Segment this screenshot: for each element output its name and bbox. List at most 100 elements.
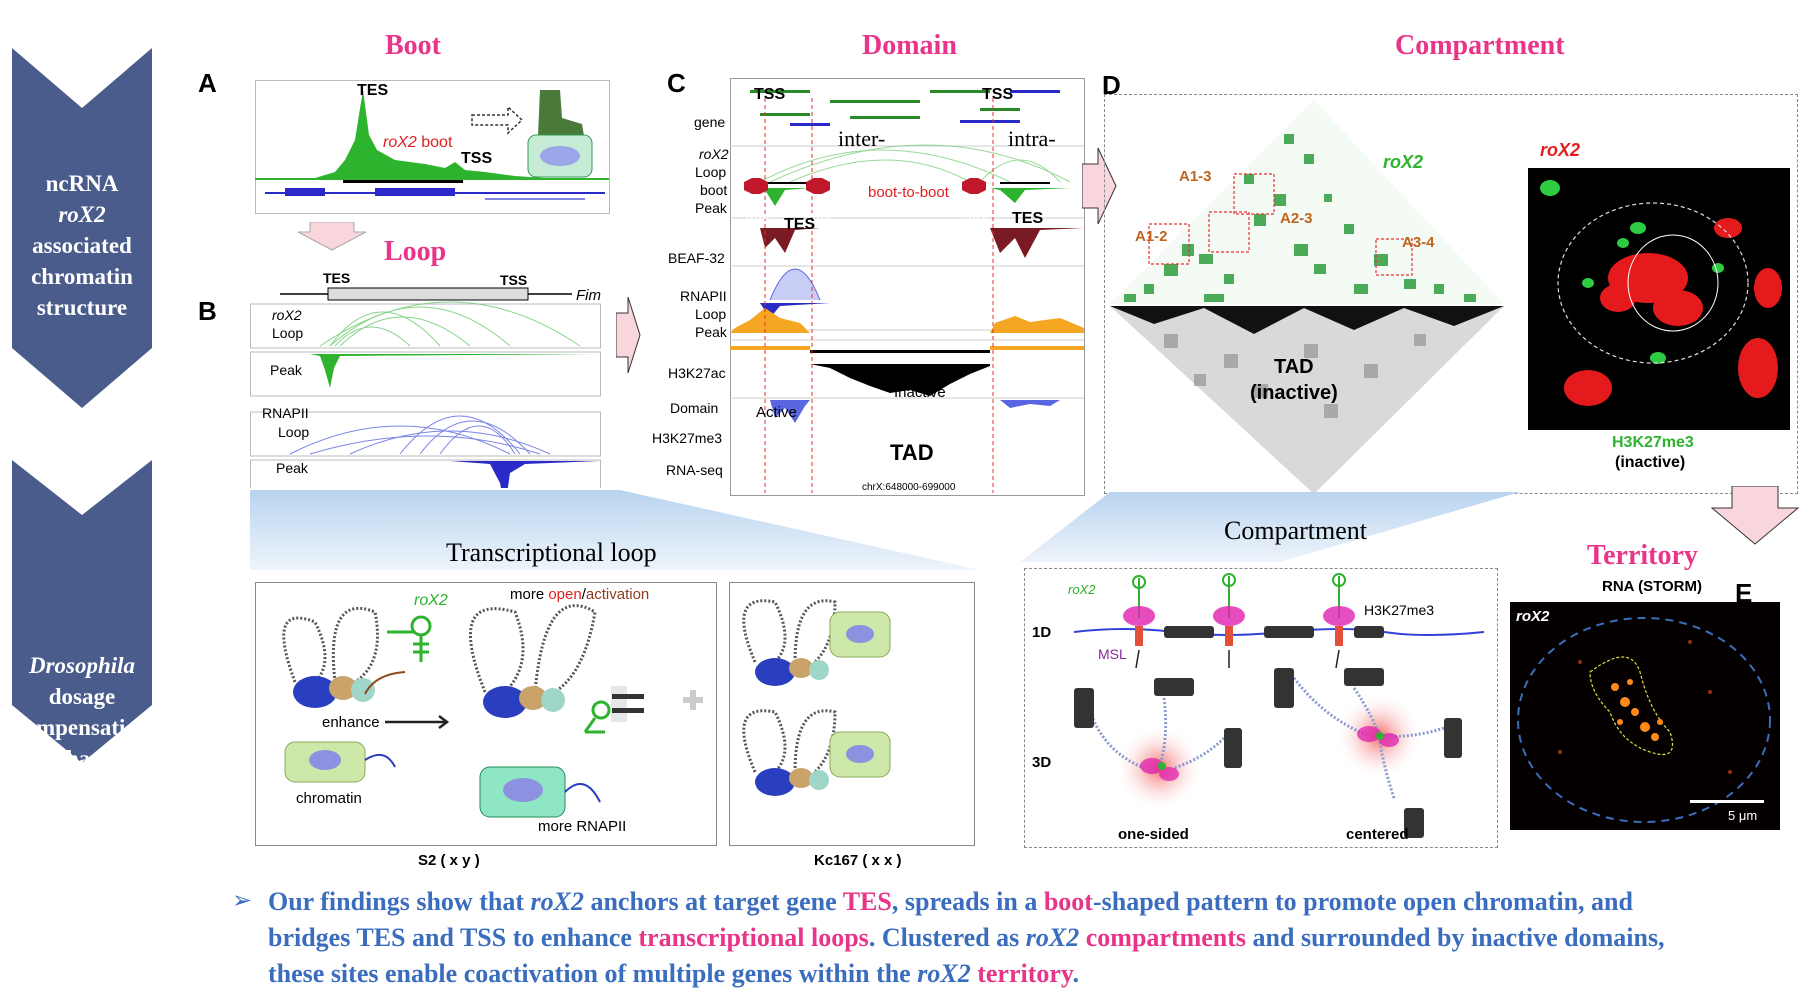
panel-a-boot: boot	[416, 134, 453, 151]
micro-inactive: (inactive)	[1615, 454, 1686, 471]
panel-c-tss1: TSS	[754, 86, 786, 103]
panel-a-tes: TES	[357, 82, 389, 99]
summary-part: . Clustered as	[868, 923, 1026, 952]
summary-text: Our findings show that roX2 anchors at t…	[268, 884, 1708, 992]
panel-label-a: A	[198, 68, 217, 98]
panel-c-tss2: TSS	[982, 86, 1014, 103]
panel-b-loop: Loop	[272, 325, 304, 341]
sidebar-top-line: associated	[32, 233, 132, 258]
stop-sign-label: STOP	[964, 212, 992, 223]
summary-part: and surrounded by inactive domains, thes…	[268, 923, 1665, 988]
panel-c-loop: Loop	[695, 164, 727, 180]
panel-c-h3k27ac: H3K27ac	[668, 365, 726, 381]
sidebar-bottom-line: compensation	[14, 715, 150, 740]
cb-msl: MSL	[1098, 646, 1127, 662]
title-boot: Boot	[385, 30, 441, 61]
panel-c-intra: intra-	[1008, 126, 1056, 151]
compartment-title: Compartment	[1224, 516, 1367, 545]
sidebar-top-line: ncRNA	[45, 171, 119, 196]
tl-more-rnapii: more RNAPII	[538, 818, 627, 835]
panel-c-beaf: BEAF-32	[668, 250, 725, 266]
panel-d-tad: TAD	[1274, 356, 1314, 378]
loop-label-a23: A2-3	[1280, 210, 1313, 227]
panel-c-rnapii: RNAPII	[680, 288, 727, 304]
panel-c-h3k27me3: H3K27me3	[652, 430, 723, 446]
storm-rox2: roX2	[1516, 608, 1550, 625]
tl-activation: activation	[585, 586, 650, 603]
micro-h3k27me3: H3K27me3	[1612, 434, 1694, 451]
summary-part: anchors at target gene	[583, 887, 843, 916]
boot-icon	[471, 90, 593, 178]
kc-label: Kc167 ( x x )	[814, 852, 902, 869]
compartment-box	[1024, 568, 1498, 848]
panel-label-c: C	[667, 68, 686, 98]
sidebar-bottom-line: Drosophila	[28, 653, 136, 678]
panel-c-tracks	[730, 78, 1085, 496]
panel-c-inter: inter-	[838, 126, 886, 151]
cb-h3k27me3: H3K27me3	[1364, 602, 1435, 618]
arrow-right-icon	[616, 296, 641, 374]
arrow-down-icon	[297, 222, 367, 251]
title-loop: Loop	[384, 236, 447, 267]
loop-label-a13: A1-3	[1179, 168, 1212, 185]
panel-b-tes: TES	[323, 270, 351, 286]
summary-part: roX2	[530, 887, 584, 916]
panel-b-peak: Peak	[270, 362, 302, 378]
sidebar-bottom-line: dosage	[48, 684, 116, 709]
panel-d-rox2: roX2	[1383, 152, 1424, 172]
cb-centered: centered	[1346, 826, 1409, 843]
panel-a-tss: TSS	[461, 150, 493, 167]
panel-label-b: B	[198, 296, 217, 326]
sidebar-top-text: ncRNA roX2 associated chromatin structur…	[12, 168, 152, 323]
panel-c-coords: chrX:648000-699000	[862, 482, 956, 493]
panel-c-boot-to-boot: boot-to-boot	[868, 184, 949, 201]
cb-rox2: roX2	[1068, 582, 1096, 597]
panel-b-tss: TSS	[500, 272, 528, 288]
panel-c-peak: Peak	[695, 200, 727, 216]
summary-arrow-icon: ➢	[232, 887, 253, 914]
panel-b-rnapii: RNAPII	[262, 405, 309, 421]
tl-enhance: enhance	[322, 714, 380, 731]
panel-c-active: Active	[756, 404, 797, 421]
micro-rox2: roX2	[1540, 140, 1581, 160]
tl-more: more	[510, 586, 549, 603]
sidebar-top-line: chromatin	[31, 264, 133, 289]
title-compartment: Compartment	[1395, 30, 1565, 61]
panel-label-e: E	[1735, 578, 1753, 608]
summary-part: roX2	[917, 959, 971, 988]
sidebar-bottom-line: mechanism	[26, 746, 138, 771]
tl-rox2: roX2	[414, 592, 448, 609]
panel-c-inactive: Inactive	[894, 384, 946, 401]
summary-part: Our findings show that	[268, 887, 531, 916]
transcriptional-schematic	[282, 599, 891, 818]
territory-rna-storm: RNA (STORM)	[1602, 578, 1702, 595]
microscopy-image	[1528, 168, 1790, 430]
panel-d-inactive: (inactive)	[1250, 382, 1338, 404]
storm-image	[1510, 602, 1780, 830]
summary-part: boot	[1043, 887, 1093, 916]
summary-part: , spreads in a	[891, 887, 1044, 916]
summary-part: transcriptional loops	[638, 923, 869, 952]
compartment-schematic	[1073, 573, 1485, 838]
panel-label-d: D	[1102, 70, 1121, 100]
cb-3d: 3D	[1032, 754, 1052, 771]
panel-b-peak2: Peak	[276, 460, 308, 476]
summary-part: roX2	[1025, 923, 1080, 952]
panel-c-domain: Domain	[670, 400, 719, 416]
title-territory: Territory	[1587, 540, 1698, 571]
tl-open: open	[548, 586, 582, 603]
loop-label-a34: A3-4	[1402, 234, 1435, 251]
summary-part: territory	[977, 959, 1073, 988]
summary-part: .	[1072, 959, 1079, 988]
tl-more-open-activation: more open/activation	[510, 586, 649, 603]
sidebar-top-line: structure	[36, 295, 128, 320]
panel-c-boot: boot	[700, 182, 728, 198]
panel-c-tad: TAD	[890, 440, 934, 465]
hic-heatmap	[1110, 100, 1504, 492]
summary-part: -shaped pattern to promote open chromati…	[268, 887, 1633, 952]
panel-c-rnaseq: RNA-seq	[666, 462, 723, 478]
sidebar-bottom-text: Drosophila dosage compensation mechanism	[12, 650, 152, 774]
stop-sign-label: STOP	[746, 212, 774, 223]
panel-c-gene: gene	[694, 114, 726, 130]
tl-slash: /	[581, 586, 586, 603]
